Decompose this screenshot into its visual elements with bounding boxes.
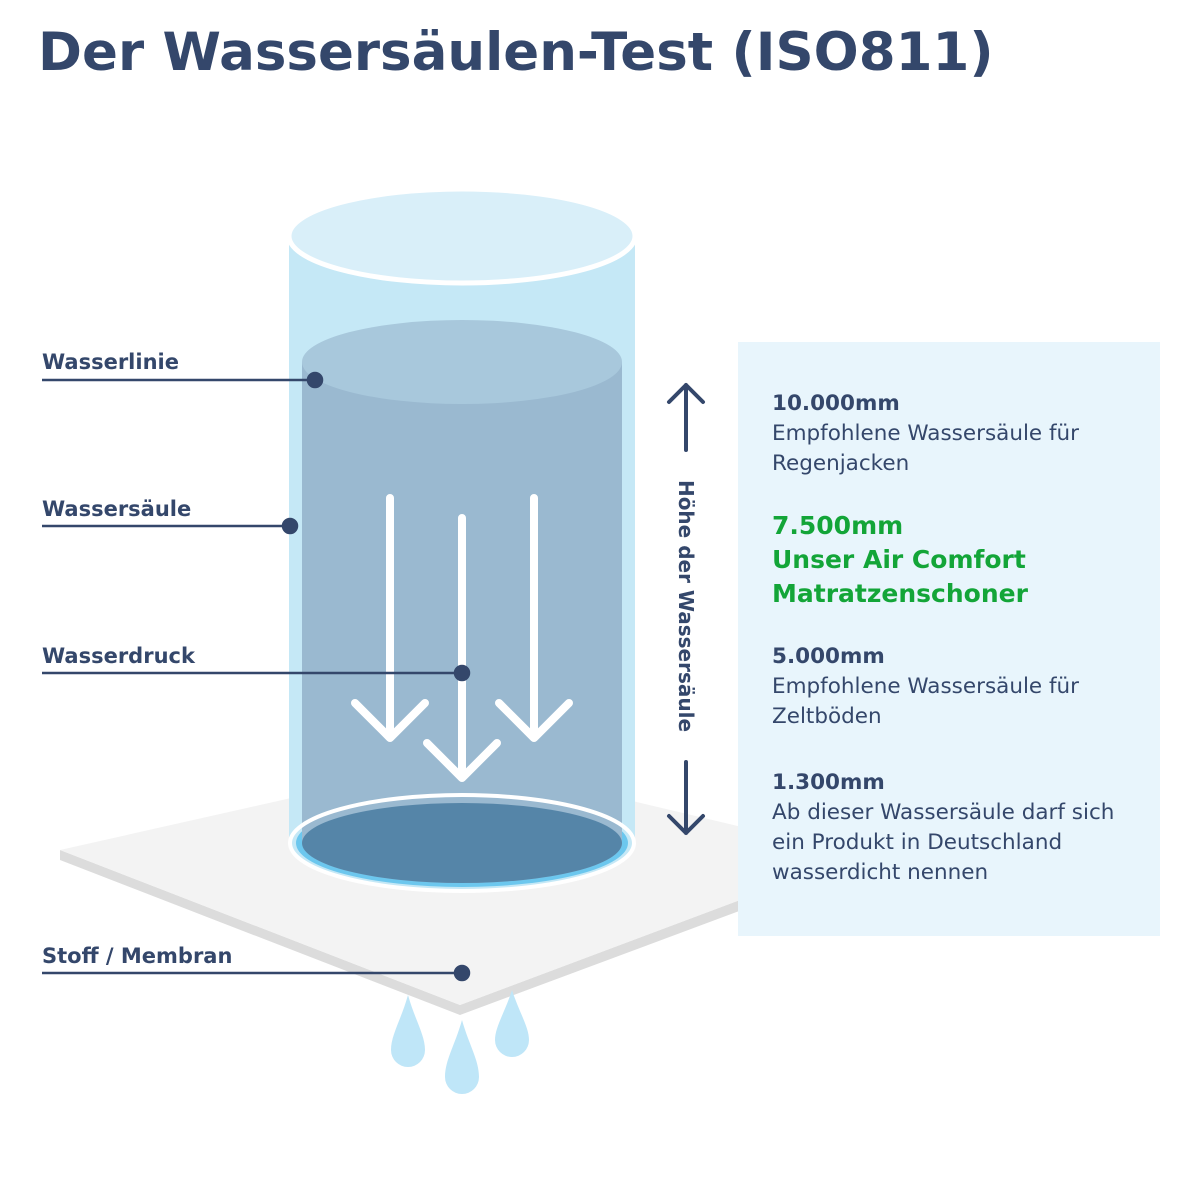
leader-lines <box>42 371 471 982</box>
entry-text: Empfohlene Wassersäule für Regenjacken <box>772 421 1080 476</box>
entry-waterproof-threshold: 1.300mm Ab dieser Wassersäule darf sich … <box>772 768 1147 888</box>
height-label: Höhe der Wassersäule <box>674 479 698 733</box>
page-title: Der Wassersäulen-Test (ISO811) <box>38 22 994 83</box>
height-arrows-icon <box>667 383 705 835</box>
label-water-column: Wassersäule <box>42 497 192 521</box>
label-fabric: Stoff / Membran <box>42 944 233 968</box>
entry-text: Ab dieser Wassersäule darf sich ein Prod… <box>772 800 1115 885</box>
info-panel: 10.000mm Empfohlene Wassersäule für Rege… <box>738 342 1160 936</box>
entry-text: Empfohlene Wassersäule für Zeltböden <box>772 674 1080 729</box>
entry-product-highlight: 7.500mm Unser Air Comfort Matratzenschon… <box>772 509 1072 611</box>
entry-rain-jackets: 10.000mm Empfohlene Wassersäule für Rege… <box>772 389 1132 479</box>
water-drops-icon <box>391 990 529 1094</box>
entry-tent-floors: 5.000mm Empfohlene Wassersäule für Zeltb… <box>772 642 1132 732</box>
entry-text: Unser Air Comfort Matratzenschoner <box>772 545 1028 608</box>
pressure-arrows-icon <box>351 494 573 782</box>
label-water-pressure: Wasserdruck <box>42 644 195 668</box>
entry-value: 5.000mm <box>772 644 885 669</box>
entry-value: 7.500mm <box>772 511 904 540</box>
entry-value: 1.300mm <box>772 770 885 795</box>
label-waterline: Wasserlinie <box>42 350 179 374</box>
entry-value: 10.000mm <box>772 391 900 416</box>
